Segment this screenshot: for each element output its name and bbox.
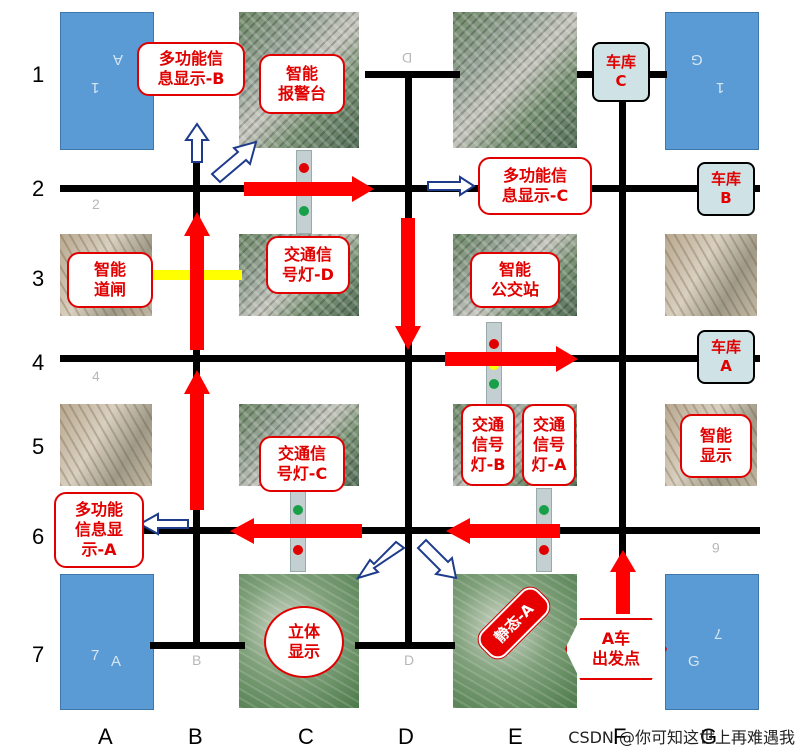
garage-b: 车库 B xyxy=(697,162,755,216)
col-label-d: D xyxy=(398,724,414,749)
aerial-tile-g3 xyxy=(665,234,757,316)
red-light xyxy=(489,339,499,349)
red-arrow-left-row6-c xyxy=(230,518,362,544)
faint-mark-d-bottom: D xyxy=(404,652,415,668)
red-light xyxy=(539,545,549,555)
smart-alarm-label: 智能 报警台 xyxy=(259,54,345,114)
row-label-7: 7 xyxy=(32,642,45,667)
red-arrow-right-row2 xyxy=(244,176,374,202)
smart-bus-stop-label: 智能 公交站 xyxy=(470,252,560,308)
red-arrow-right-row4 xyxy=(445,346,578,372)
col-label-g: G xyxy=(700,724,718,749)
road-row-7-segment-de xyxy=(355,642,455,649)
road-col-f xyxy=(619,71,626,581)
row-label-2: 2 xyxy=(32,176,45,201)
traffic-light-b-label: 交通 信号 灯-B xyxy=(461,404,515,486)
traffic-light-a-label: 交通 信号 灯-A xyxy=(522,404,576,486)
parking-lot-a7: 7 A xyxy=(60,574,154,710)
smart-gate-label: 智能 道闸 xyxy=(67,252,153,308)
hollow-arrow-diag-c7 xyxy=(355,540,406,580)
row-label-3: 3 xyxy=(32,266,45,291)
stereo-display-label: 立体 显示 xyxy=(264,606,344,678)
smart-display-label: 智能 显示 xyxy=(680,414,752,478)
lot-mark: A xyxy=(111,653,122,670)
hollow-arrow-diag-c1 xyxy=(210,140,258,184)
green-light xyxy=(293,505,303,515)
hollow-arrow-left-info-a xyxy=(137,512,189,536)
col-label-c: C xyxy=(298,724,314,749)
lot-mark: G xyxy=(688,653,700,670)
road-row-1-segment xyxy=(365,71,460,78)
faint-mark-b-bottom: B xyxy=(192,652,202,668)
faint-mark-2: 2 xyxy=(92,196,100,212)
info-display-b-label: 多功能信 息显示-B xyxy=(137,42,245,96)
hollow-arrow-right-info-c xyxy=(427,175,476,197)
red-arrow-down-col-d xyxy=(395,218,421,350)
faint-mark-4: 4 xyxy=(92,368,100,384)
col-label-a: A xyxy=(98,724,113,749)
red-arrow-up-col-b-lower xyxy=(184,370,210,510)
info-arrows xyxy=(137,122,476,580)
car-a-start-label: A车 出发点 xyxy=(565,618,667,680)
red-light xyxy=(293,545,303,555)
traffic-light-d-label: 交通信 号灯-D xyxy=(266,236,350,294)
aerial-tile-a5 xyxy=(60,404,152,486)
green-light xyxy=(489,379,499,389)
row-label-6: 6 xyxy=(32,524,45,549)
parking-lot-g1: G 1 xyxy=(665,12,759,150)
traffic-light-c-label: 交通信 号灯-C xyxy=(259,436,345,492)
col-label-e: E xyxy=(508,724,523,749)
hollow-arrow-up-b xyxy=(184,122,210,163)
route-arrows xyxy=(184,176,636,614)
row-label-1: 1 xyxy=(32,62,45,87)
red-light xyxy=(299,163,309,173)
aerial-tile-e1 xyxy=(453,12,577,148)
red-arrow-left-row6-e xyxy=(446,518,560,544)
lot-mark: 7 xyxy=(91,647,100,664)
hollow-arrow-diag-e7 xyxy=(416,538,458,580)
col-label-b: B xyxy=(188,724,203,749)
watermark: CSDN @你可知这世上再难遇我 xyxy=(568,728,795,747)
road-col-d xyxy=(405,71,412,645)
col-label-f: F xyxy=(613,724,627,749)
road-row-7-segment-bc xyxy=(150,642,245,649)
info-display-c-label: 多功能信 息显示-C xyxy=(478,157,592,215)
row-label-4: 4 xyxy=(32,350,45,375)
red-arrow-up-col-b-upper xyxy=(184,212,210,350)
red-arrow-up-start xyxy=(610,550,636,614)
garage-c: 车库 C xyxy=(592,42,650,102)
info-display-a-label: 多功能 信息显 示-A xyxy=(54,492,144,568)
green-light xyxy=(539,505,549,515)
green-light xyxy=(299,206,309,216)
parking-lot-g7: 7 G xyxy=(665,574,759,710)
row-label-5: 5 xyxy=(32,434,45,459)
garage-a: 车库 A xyxy=(697,330,755,384)
